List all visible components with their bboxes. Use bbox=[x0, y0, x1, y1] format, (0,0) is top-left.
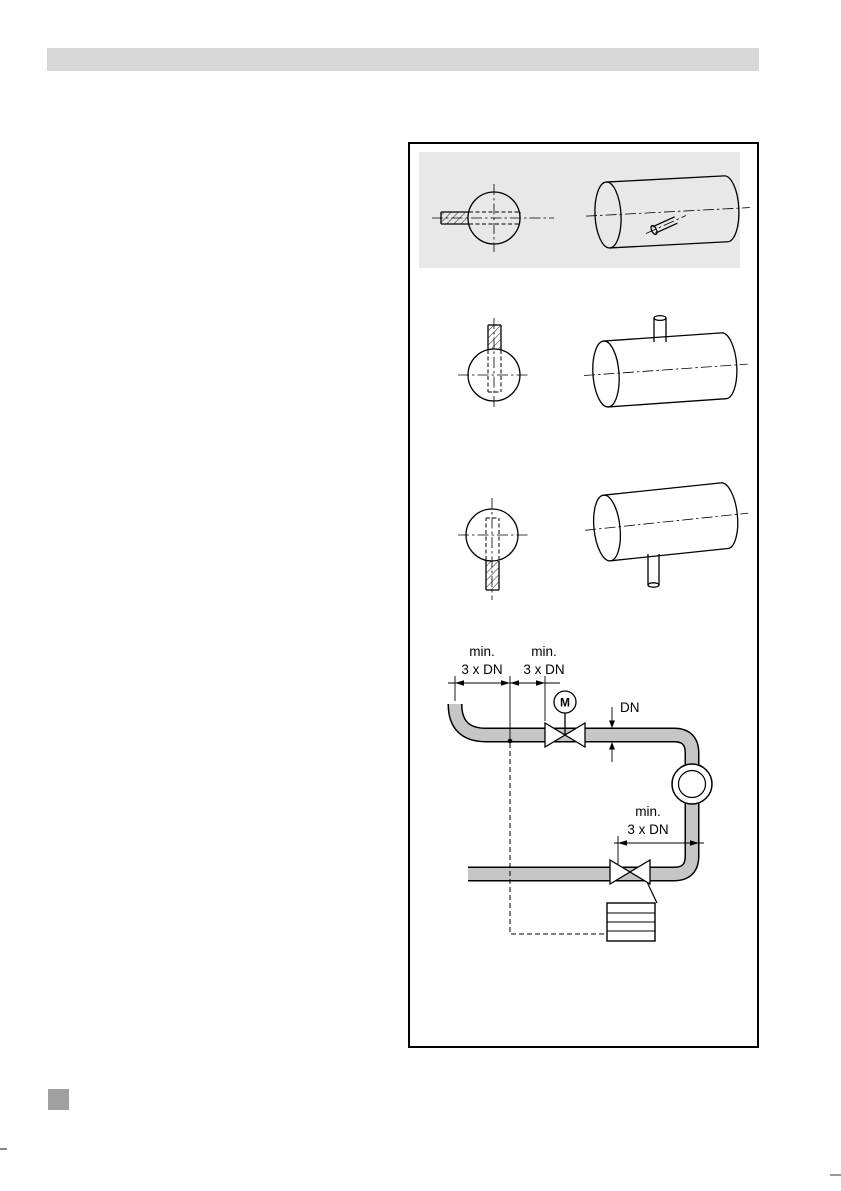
cross-section-horizontal-mounting bbox=[432, 184, 554, 252]
centerlines bbox=[458, 498, 528, 600]
cross-section-bottom-mounting bbox=[458, 498, 528, 600]
dimension-top-arrows bbox=[455, 680, 545, 686]
dim-top-right-label-line2: 3 x DN bbox=[523, 662, 564, 677]
pump-symbol bbox=[671, 763, 713, 805]
figure-drawing: M bbox=[419, 152, 750, 942]
thermowell-hatch bbox=[486, 561, 499, 590]
thermowell-hatch bbox=[488, 325, 501, 350]
centerlines bbox=[458, 318, 530, 410]
centerlines bbox=[432, 184, 554, 252]
motor-label: M bbox=[560, 696, 570, 710]
dimension-bottom bbox=[614, 836, 704, 864]
pipe-run-fill bbox=[449, 703, 698, 880]
dimension-dn-arrows bbox=[609, 720, 615, 750]
top-sensor-stub bbox=[653, 314, 667, 342]
installation-schematic: M bbox=[447, 644, 713, 942]
dim-bottom-label-line2: 3 x DN bbox=[627, 822, 668, 837]
header-bar bbox=[47, 48, 759, 71]
cross-section-top-mounting bbox=[458, 318, 530, 410]
bottom-sensor-stub bbox=[647, 554, 660, 588]
regulator-valve bbox=[609, 858, 658, 904]
angled-sensor-stub bbox=[645, 215, 687, 236]
dim-bottom-label-line1: min. bbox=[635, 804, 661, 819]
tapping-point-dot bbox=[507, 738, 513, 744]
motor-valve: M bbox=[544, 690, 586, 749]
dim-top-left-label-line1: min. bbox=[469, 644, 495, 659]
incorrect-mounting-band bbox=[419, 152, 740, 268]
crop-mark-left bbox=[0, 1148, 7, 1150]
crop-mark-bottom-right bbox=[830, 1174, 841, 1176]
actuator-box bbox=[606, 902, 656, 942]
pipe-3d-top-mounting bbox=[584, 314, 748, 408]
pipe-3d-bottom-mounting bbox=[585, 482, 749, 588]
dimension-bottom-arrows bbox=[618, 840, 699, 846]
figure-box: M bbox=[408, 142, 759, 1048]
dim-top-left-label-line2: 3 x DN bbox=[461, 662, 502, 677]
page-corner-marker bbox=[48, 1089, 69, 1110]
dn-label: DN bbox=[620, 700, 640, 715]
pipe-3d-horizontal-mounting bbox=[586, 175, 750, 249]
motor-symbol bbox=[553, 690, 577, 714]
dim-top-right-label-line1: min. bbox=[531, 644, 557, 659]
control-line-dashed bbox=[509, 743, 607, 935]
